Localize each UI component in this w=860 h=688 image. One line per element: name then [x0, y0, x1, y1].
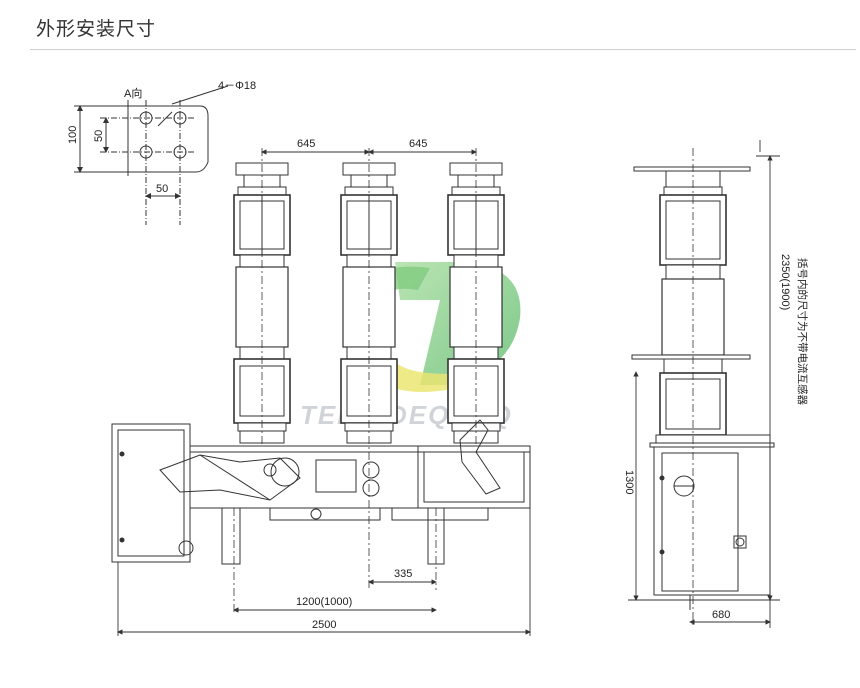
page-title: 外形安装尺寸: [36, 18, 157, 40]
dim-1200-label: 1200(1000): [296, 596, 352, 608]
a-view-label: A向: [124, 86, 142, 100]
dim-645-right-label: 645: [409, 138, 427, 150]
side-dimension-lines: [628, 140, 780, 628]
side-view: [631, 166, 775, 610]
dim-50-vertical-label: 50: [93, 130, 105, 142]
side-note-label: 括号内的尺寸为不带电流互感器: [796, 258, 809, 405]
dim-680-label: 680: [712, 609, 730, 621]
page-header: 外形安装尺寸: [0, 0, 860, 50]
dim-645-left-label: 645: [297, 138, 315, 150]
a-view-detail: [74, 85, 229, 225]
dim-335-label: 335: [394, 568, 412, 580]
header-divider: [30, 49, 856, 50]
dim-2350-label: 2350(1900): [779, 254, 791, 310]
front-dimension-lines: [117, 149, 531, 636]
dim-1300-label: 1300: [623, 470, 635, 494]
dim-2500-label: 2500: [312, 619, 336, 631]
pole-centerlines: [233, 148, 477, 615]
hole-spec-label: 4－Φ18: [218, 80, 256, 92]
dim-50-horizontal-label: 50: [156, 183, 168, 195]
front-view: [111, 162, 531, 565]
dim-100-label: 100: [67, 126, 79, 144]
